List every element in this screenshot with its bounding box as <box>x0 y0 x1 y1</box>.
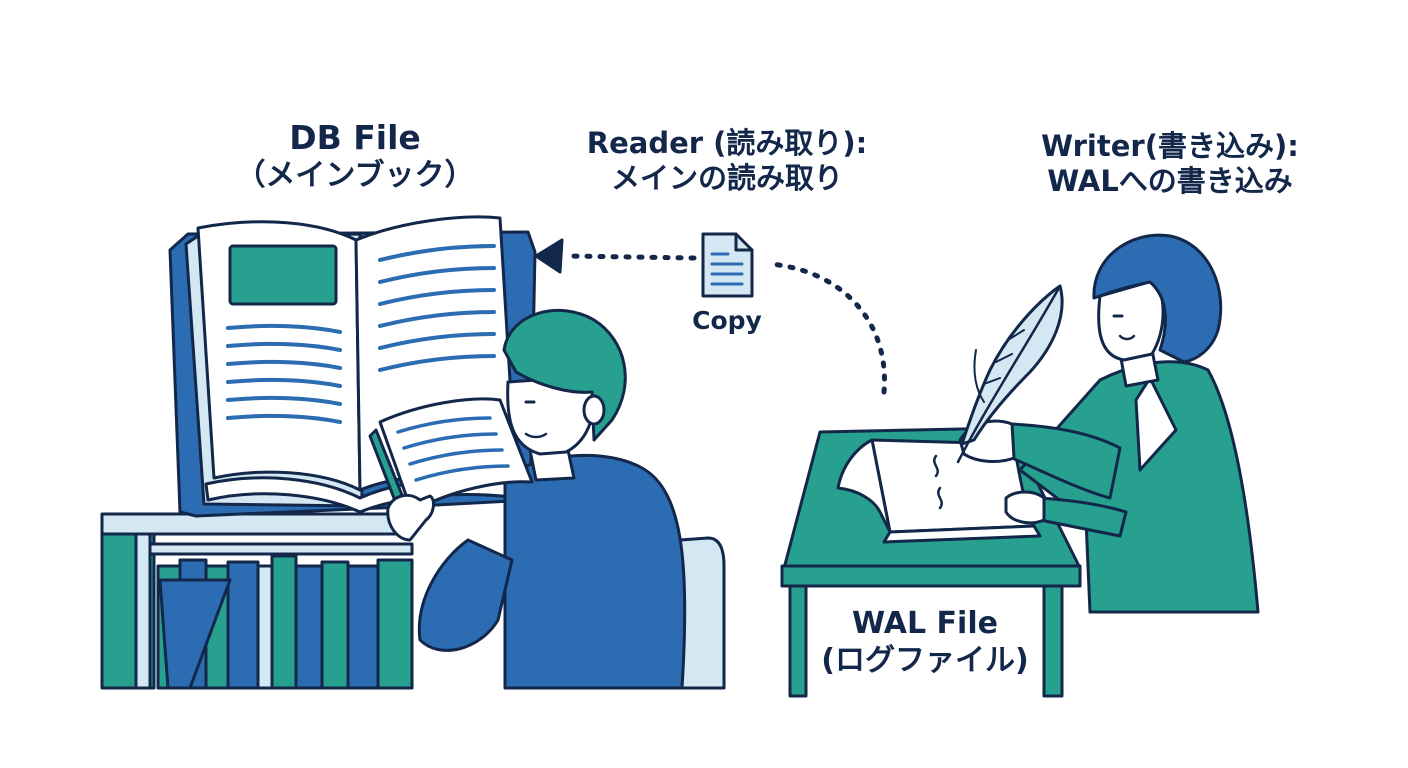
reader-person <box>368 308 726 690</box>
desk <box>780 426 1082 698</box>
writer-label: Writer(書き込み): WALへの書き込み <box>1000 129 1340 200</box>
reader-title: Reader (読み取り): <box>586 126 868 160</box>
copy-label: Copy <box>692 306 762 335</box>
document-copy-icon <box>701 232 754 298</box>
writer-person <box>956 233 1260 614</box>
db-file-label: DB File （メインブック） <box>205 118 505 195</box>
arrow-head-icon <box>534 238 564 274</box>
writer-subtitle: WALへの書き込み <box>1047 164 1293 199</box>
wal-file-label: WAL File (ログファイル) <box>800 606 1050 679</box>
reader-subtitle: メインの読み取り <box>610 161 843 196</box>
quill-pen-icon <box>956 284 1064 464</box>
db-file-title: DB File <box>289 118 421 157</box>
shelf-books <box>156 554 414 690</box>
wal-file-title: WAL File <box>852 606 998 641</box>
copy-flow-arrow <box>534 238 887 395</box>
reader-label: Reader (読み取り): メインの読み取り <box>552 126 902 197</box>
bookshelf <box>100 512 414 690</box>
wal-file-subtitle: (ログファイル) <box>821 642 1029 678</box>
writer-title: Writer(書き込み): <box>1041 129 1299 163</box>
db-file-subtitle: （メインブック） <box>235 158 475 194</box>
book-text-lines <box>226 244 496 424</box>
